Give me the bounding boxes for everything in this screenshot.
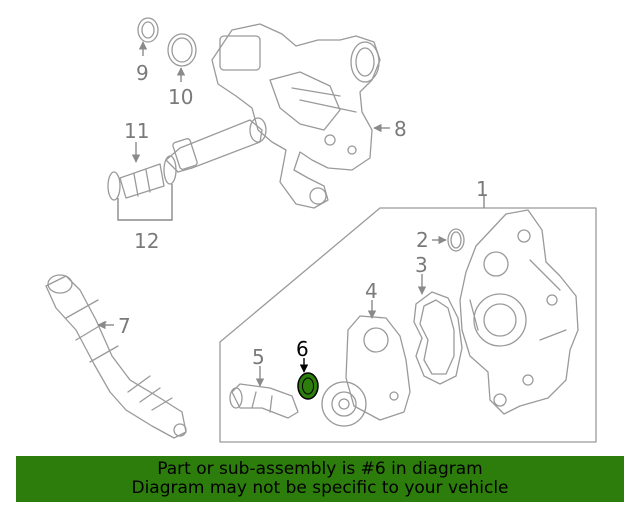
part-7-coolant-hose[interactable] <box>45 274 187 439</box>
part-12-clamps[interactable] <box>107 155 177 201</box>
part-3-gasket[interactable] <box>413 291 463 385</box>
part-6-seal-ring[interactable] <box>297 372 319 400</box>
info-banner: Part or sub-assembly is #6 in diagram Di… <box>16 456 624 502</box>
callout-4: 4 <box>365 279 378 303</box>
callout-6: 6 <box>296 337 309 361</box>
callout-9: 9 <box>136 61 149 85</box>
part-2-oring[interactable] <box>447 228 465 252</box>
callout-5: 5 <box>252 345 265 369</box>
callout-11: 11 <box>124 119 149 143</box>
part-1-housing[interactable] <box>459 209 579 415</box>
parts-diagram: 1 2 3 4 5 6 7 8 9 10 11 12 <box>45 17 597 443</box>
callout-3: 3 <box>415 253 428 277</box>
callout-8: 8 <box>394 117 407 141</box>
part-4-water-pump[interactable] <box>321 315 411 427</box>
leader-12 <box>117 184 173 221</box>
banner-line-2: Diagram may not be specific to your vehi… <box>131 478 509 498</box>
callout-12: 12 <box>134 229 159 253</box>
part-9-oring[interactable] <box>137 17 159 43</box>
part-5-outlet-pipe[interactable] <box>229 383 299 419</box>
callout-2: 2 <box>416 228 429 252</box>
part-8-coolant-valve[interactable] <box>211 23 381 209</box>
callout-10: 10 <box>168 85 193 109</box>
callout-7: 7 <box>118 314 131 338</box>
callout-1: 1 <box>476 177 489 201</box>
part-10-seal[interactable] <box>167 33 197 67</box>
banner-line-1: Part or sub-assembly is #6 in diagram <box>157 459 483 479</box>
part-11-hose[interactable] <box>119 117 267 199</box>
assembly-box <box>219 207 597 443</box>
